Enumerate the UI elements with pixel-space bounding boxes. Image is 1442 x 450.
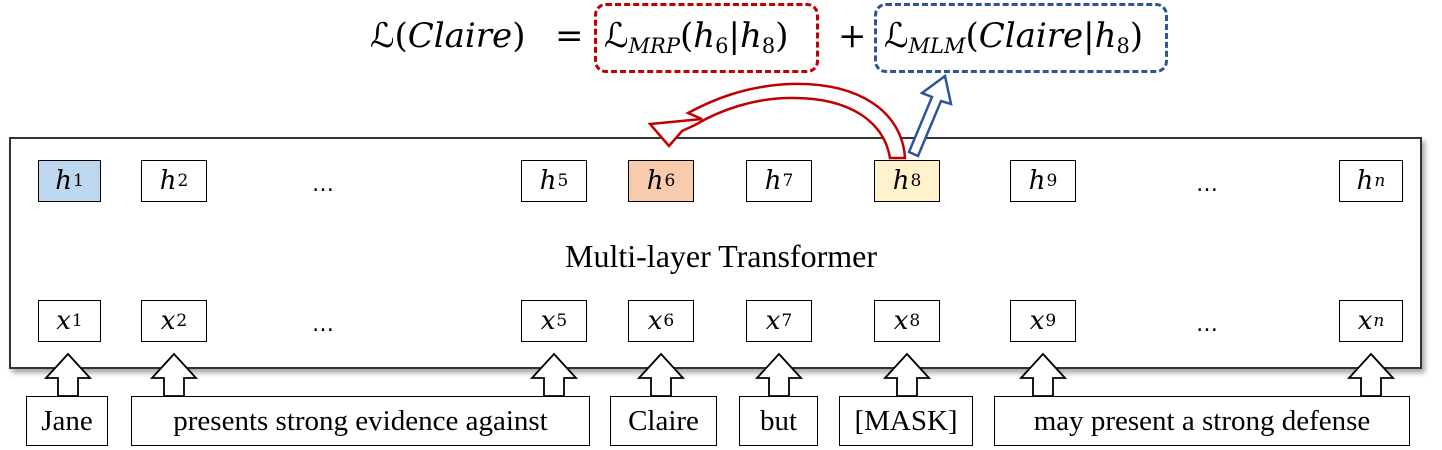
up-arrow-icon xyxy=(882,352,932,397)
node-var: h xyxy=(892,166,910,196)
mlm-loss-box xyxy=(874,3,1168,73)
up-arrow-icon xyxy=(1018,352,1068,397)
node-idx: 2 xyxy=(176,311,188,331)
node-idx: 7 xyxy=(781,311,793,331)
word-phrase-presents: presents strong evidence against xyxy=(131,396,590,446)
node-idx: n xyxy=(1374,171,1386,191)
formula-plus: + xyxy=(838,16,867,56)
mlm-arrow-icon xyxy=(907,73,953,158)
mlm-subscript: MLM xyxy=(908,34,966,58)
loss-formula: ℒ(Claire) = ℒMRP(h6|h8) + ℒMLM(Claire|h8… xyxy=(0,0,1442,80)
lhs-symbol: ℒ xyxy=(370,16,395,56)
node-var: h xyxy=(55,166,72,196)
node-idx: 1 xyxy=(71,311,83,331)
node-var: x xyxy=(540,306,556,336)
mrp-symbol: ℒ xyxy=(604,16,629,56)
mrp-loss-box xyxy=(594,3,819,73)
node-var: x xyxy=(893,306,909,336)
formula-equals: = xyxy=(555,16,584,56)
transformer-label: Multi-layer Transformer xyxy=(565,238,877,274)
mrp-cond-var: h xyxy=(739,16,762,56)
up-arrow-icon xyxy=(754,352,804,397)
node-idx: 7 xyxy=(782,171,794,191)
formula-mrp: ℒMRP(h6|h8) xyxy=(604,16,789,58)
node-idx: 9 xyxy=(1045,311,1057,331)
node-var: x xyxy=(160,306,176,336)
node-var: x xyxy=(765,306,781,336)
word-mask: [MASK] xyxy=(839,396,973,446)
node-idx: 8 xyxy=(910,171,922,191)
node-idx: 8 xyxy=(909,311,921,331)
node-idx: n xyxy=(1373,311,1385,331)
node-idx: 5 xyxy=(556,311,568,331)
up-arrow-icon xyxy=(149,352,199,397)
up-arrow-icon xyxy=(636,352,686,397)
word-claire: Claire xyxy=(610,396,717,446)
node-var: h xyxy=(1028,166,1046,196)
mlm-symbol: ℒ xyxy=(884,16,909,56)
node-var: x xyxy=(647,306,663,336)
up-arrow-icon xyxy=(529,352,579,397)
up-arrow-icon xyxy=(1346,352,1396,397)
node-var: h xyxy=(1356,166,1374,196)
formula-mlm: ℒMLM(Claire|h8) xyxy=(884,16,1144,58)
word-phrase-may-present: may present a strong defense xyxy=(994,396,1410,446)
node-var: h xyxy=(764,166,782,196)
hidden-ellipsis-right: … xyxy=(1196,172,1218,197)
node-idx: 5 xyxy=(557,171,569,191)
mlm-arg: Claire xyxy=(978,16,1084,56)
mrp-curved-arrow-icon xyxy=(647,82,907,160)
node-idx: 2 xyxy=(177,171,189,191)
node-var: h xyxy=(159,166,177,196)
node-var: h xyxy=(646,166,664,196)
mlm-cond-idx: 8 xyxy=(1116,34,1130,58)
up-arrow-icon xyxy=(43,352,93,397)
node-var: x xyxy=(1029,306,1045,336)
node-var: x xyxy=(56,306,71,336)
mrp-subscript: MRP xyxy=(628,34,680,58)
node-idx: 1 xyxy=(72,171,84,191)
mlm-cond-var: h xyxy=(1094,16,1117,56)
node-var: x xyxy=(1357,306,1373,336)
lhs-arg: Claire xyxy=(407,16,513,56)
mrp-cond-idx: 8 xyxy=(761,34,776,58)
hidden-ellipsis-left: … xyxy=(312,172,334,197)
node-idx: 6 xyxy=(664,171,676,191)
input-ellipsis-right: … xyxy=(1196,312,1218,337)
node-var: h xyxy=(539,166,557,196)
node-idx: 9 xyxy=(1046,171,1058,191)
mrp-arg-idx: 6 xyxy=(715,34,729,58)
input-ellipsis-left: … xyxy=(312,312,334,337)
formula-lhs: ℒ(Claire) xyxy=(370,16,526,56)
node-idx: 6 xyxy=(663,311,675,331)
transformer-block xyxy=(9,137,1422,369)
word-jane: Jane xyxy=(26,396,108,446)
mrp-arg-var: h xyxy=(693,16,716,56)
